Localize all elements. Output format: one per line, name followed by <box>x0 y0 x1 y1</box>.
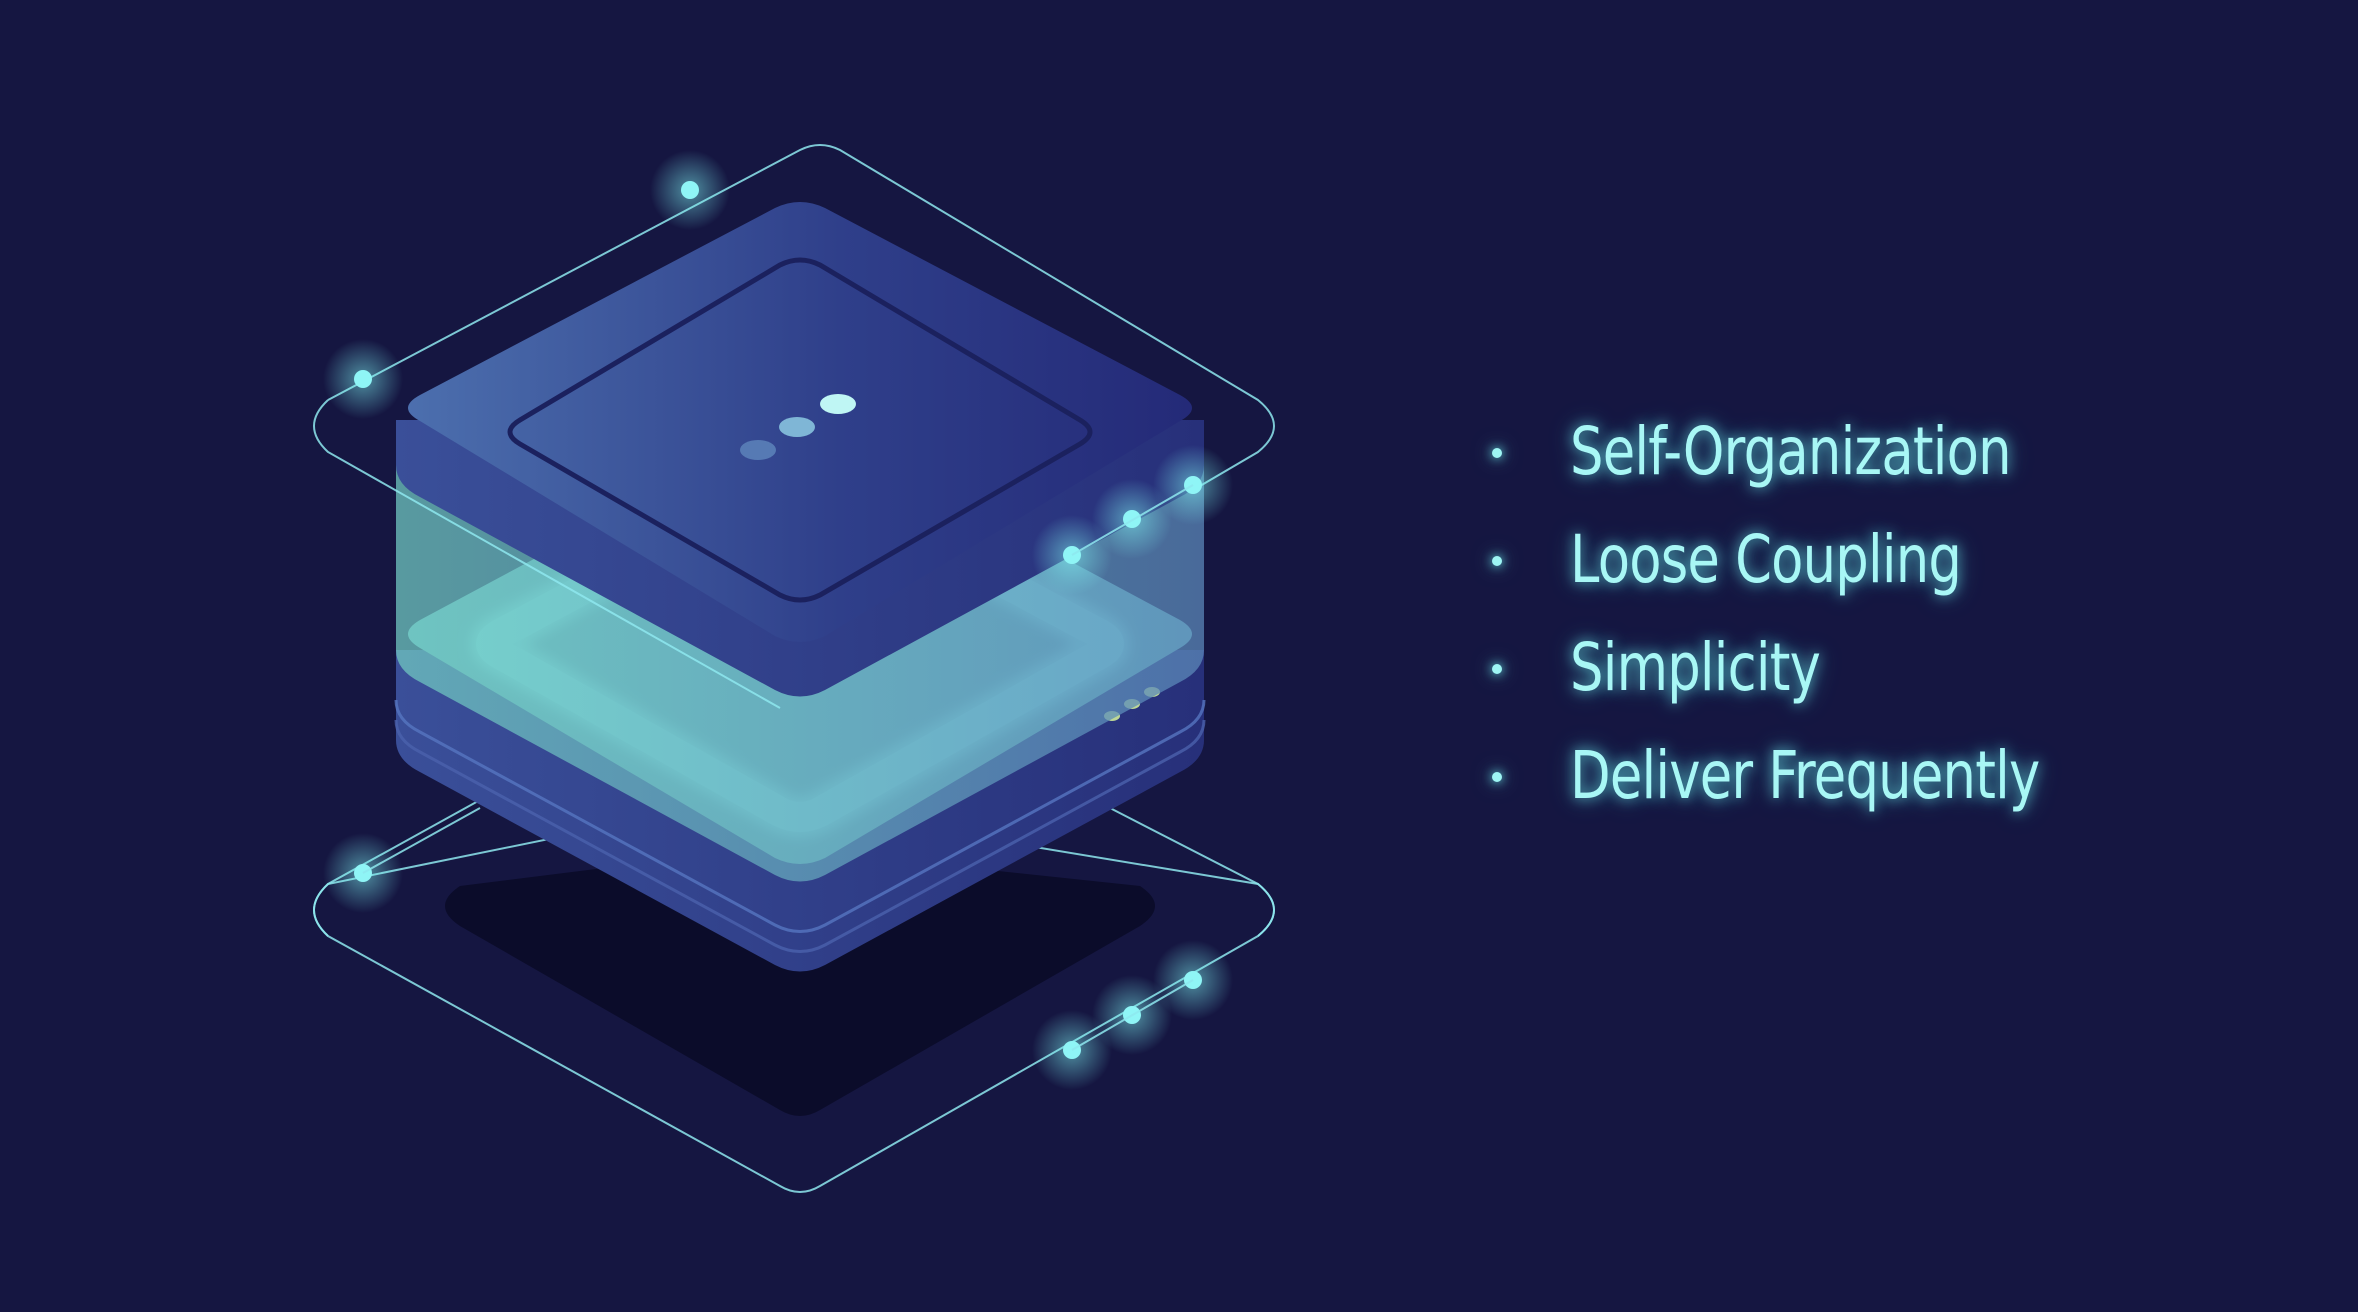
list-item-label: Self-Organization <box>1570 413 2012 490</box>
bullet-icon <box>1492 772 1502 782</box>
top-frame-outline <box>313 399 781 709</box>
bullet-icon <box>1492 664 1502 674</box>
list-item-label: Loose Coupling <box>1570 521 1962 598</box>
list-item-label: Deliver Frequently <box>1570 737 2040 814</box>
list-item: Loose Coupling <box>1480 506 2157 614</box>
top-platform-inset <box>507 257 1093 603</box>
list-item: Self-Organization <box>1480 398 2157 506</box>
bullet-icon <box>1492 556 1502 566</box>
principles-list: Self-Organization Loose Coupling Simplic… <box>1480 398 2157 830</box>
list-item: Simplicity <box>1480 614 2157 722</box>
isometric-server-stack-icon <box>313 144 1275 1193</box>
stack-shadow <box>445 846 1155 1116</box>
list-item-label: Simplicity <box>1570 629 1821 706</box>
list-item: Deliver Frequently <box>1480 722 2157 830</box>
bullet-icon <box>1492 448 1502 458</box>
